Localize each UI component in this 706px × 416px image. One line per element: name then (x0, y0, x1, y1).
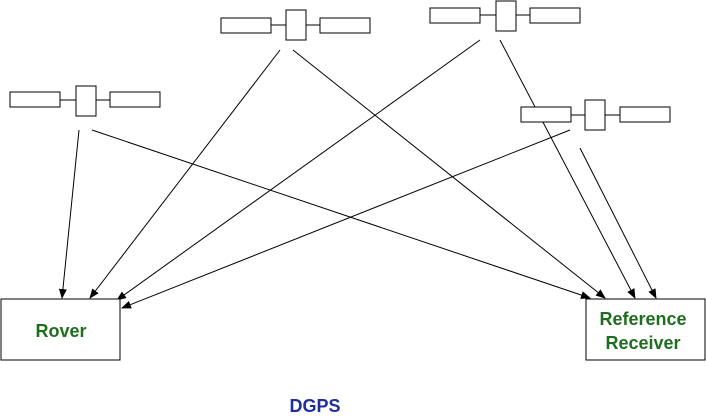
signal-sat4-to-rover (121, 129, 571, 309)
solar-panel-right (529, 7, 581, 24)
signal-sat1-to-rover (58, 129, 80, 299)
solar-panel-right (109, 91, 161, 108)
satellite-icon (220, 9, 371, 41)
signal-sat1-to-reference (91, 129, 591, 299)
satellite-body (285, 9, 307, 41)
solar-panel-right (319, 17, 371, 34)
reference-receiver-box (585, 298, 706, 361)
satellite-body (584, 99, 606, 131)
solar-panel-left (220, 17, 272, 34)
signal-sat3-to-reference (499, 39, 636, 299)
solar-panel-left (429, 7, 481, 24)
solar-panel-left (520, 106, 572, 123)
rover-box (0, 298, 121, 361)
satellite-icon (429, 0, 581, 32)
signal-sat2-to-reference (292, 49, 606, 299)
satellite-icon (9, 85, 161, 117)
reference-receiver-label-line2: Receiver (605, 333, 680, 353)
satellite-body (495, 0, 517, 32)
satellite-icon (520, 99, 671, 131)
solar-panel-right (619, 106, 671, 123)
rover-label: Rover (35, 321, 86, 341)
reference-receiver-label-line1: Reference (599, 309, 686, 329)
reference-receiver-station: Reference Receiver (585, 298, 706, 361)
signal-sat4-to-reference (579, 147, 657, 299)
diagram-caption: DGPS (289, 396, 340, 416)
signal-sat2-to-rover (89, 49, 281, 299)
signal-lines (58, 39, 657, 309)
rover-station: Rover (0, 298, 121, 361)
satellite-body (75, 85, 97, 117)
solar-panel-left (9, 91, 61, 108)
signal-sat3-to-rover (116, 39, 481, 301)
